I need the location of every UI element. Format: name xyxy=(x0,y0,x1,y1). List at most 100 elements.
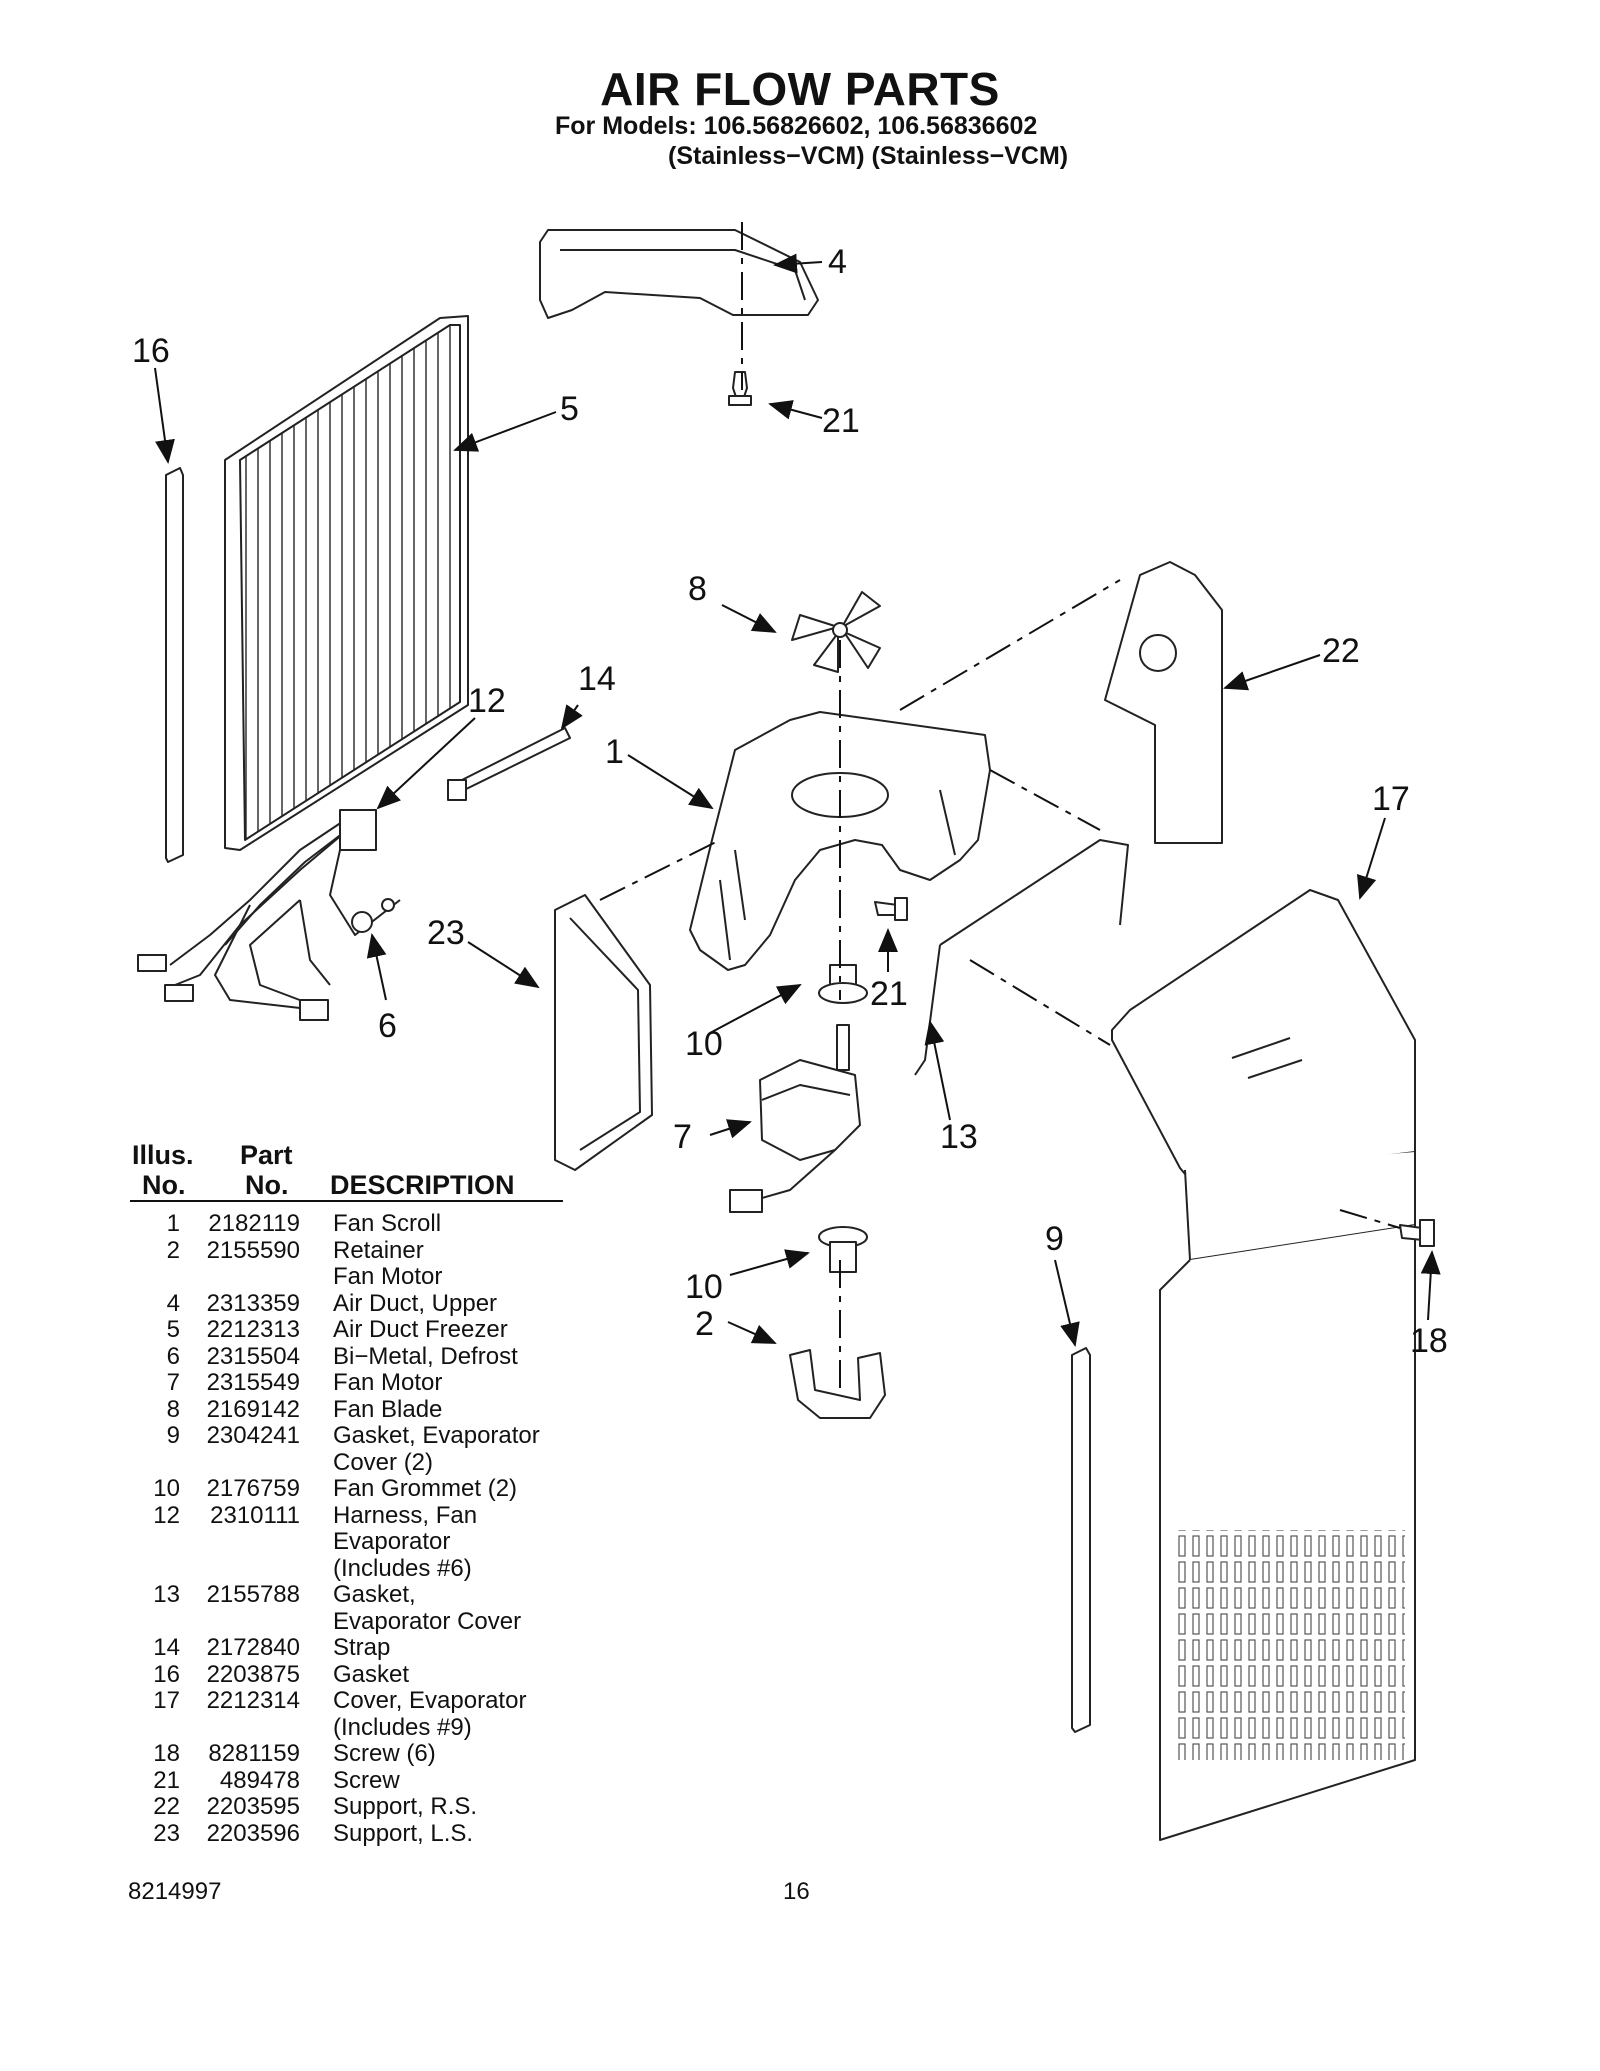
callout-21-top: 21 xyxy=(822,402,860,440)
part-no-cell: 2212313 xyxy=(206,1316,300,1343)
illus-no-cell: 18 xyxy=(153,1740,180,1767)
table-header-rule xyxy=(130,1200,563,1202)
part-no-cell: 2203595 xyxy=(206,1793,300,1820)
harness-connectors xyxy=(137,809,395,1021)
table-row: Fan Motor xyxy=(130,1263,830,1290)
illus-no-cell: 12 xyxy=(153,1501,180,1529)
part-no-cell: 2176759 xyxy=(206,1475,300,1502)
part-no-cell: 2315504 xyxy=(206,1342,300,1370)
description-cell: Support, L.S. xyxy=(333,1819,474,1847)
gasket-13 xyxy=(914,839,1129,1076)
description-cell: Support, R.S. xyxy=(333,1793,478,1820)
illus-no-cell: 23 xyxy=(153,1819,180,1847)
illus-no-cell: 8 xyxy=(166,1395,180,1423)
part-no-cell: 2310111 xyxy=(210,1501,300,1529)
description-cell: Gasket, xyxy=(333,1581,416,1608)
part-no-cell: 2169142 xyxy=(206,1395,300,1423)
callout-16: 16 xyxy=(132,332,170,370)
strap xyxy=(447,727,571,801)
variants-line: (Stainless−VCM) (Stainless−VCM) xyxy=(668,142,1069,170)
illus-no-cell: 6 xyxy=(166,1342,180,1370)
table-row: 6 2315504 Bi−Metal, Defrost xyxy=(130,1343,830,1370)
table-row: 4 2313359 Air Duct, Upper xyxy=(130,1290,830,1317)
description-cell: (Includes #6) xyxy=(333,1554,472,1582)
illus-no-cell: 10 xyxy=(153,1475,180,1502)
screw-18 xyxy=(1399,1219,1435,1247)
harness-fan-evaporator xyxy=(169,809,401,1009)
description-cell: Fan Motor xyxy=(333,1263,443,1290)
illus-no-cell: 17 xyxy=(153,1687,180,1714)
header-illus-line2: No. xyxy=(142,1170,186,1200)
description-cell: Fan Grommet (2) xyxy=(333,1475,518,1502)
air-duct-upper xyxy=(539,229,819,319)
table-row: Evaporator xyxy=(130,1528,830,1555)
callout-23: 23 xyxy=(427,914,465,952)
illus-no-cell: 9 xyxy=(166,1422,180,1449)
description-cell: Air Duct, Upper xyxy=(333,1289,498,1317)
callout-12: 12 xyxy=(468,682,506,720)
callout-7: 7 xyxy=(673,1118,692,1156)
callout-18: 18 xyxy=(1410,1322,1448,1360)
description-cell: Strap xyxy=(333,1634,391,1661)
illus-no-cell: 2 xyxy=(166,1236,180,1264)
illus-no-cell: 14 xyxy=(153,1634,180,1661)
table-row: 2 2155590 Retainer xyxy=(130,1237,830,1264)
description-cell: Fan Scroll xyxy=(333,1210,442,1237)
part-no-cell: 2203596 xyxy=(206,1819,300,1847)
part-no-cell: 2304241 xyxy=(206,1422,300,1449)
part-no-cell: 2212314 xyxy=(206,1687,300,1714)
callout-21-mid: 21 xyxy=(870,975,908,1013)
support-ls xyxy=(554,894,653,1171)
table-row: Cover (2) xyxy=(130,1449,830,1476)
header-part-line1: Part xyxy=(240,1140,293,1170)
description-cell: Evaporator Cover xyxy=(333,1607,522,1635)
air-duct-freezer xyxy=(224,315,469,851)
description-cell: Retainer xyxy=(333,1236,424,1264)
part-no-cell: 2203875 xyxy=(206,1660,300,1688)
description-cell: Evaporator xyxy=(333,1528,451,1555)
callout-5: 5 xyxy=(560,390,579,428)
part-no-cell: 2315549 xyxy=(206,1369,300,1396)
callout-4: 4 xyxy=(828,243,847,281)
illus-no-cell: 4 xyxy=(166,1289,180,1317)
table-row: 12 2310111 Harness, Fan xyxy=(130,1502,830,1529)
callout-14: 14 xyxy=(578,660,616,698)
callout-6: 6 xyxy=(378,1007,397,1045)
page-title: AIR FLOW PARTS xyxy=(600,63,1000,115)
illus-no-cell: 21 xyxy=(153,1766,180,1794)
fan-blade xyxy=(791,591,881,673)
part-no-cell: 2155590 xyxy=(206,1236,300,1264)
callout-1: 1 xyxy=(605,733,624,771)
table-row: 5 2212313 Air Duct Freezer xyxy=(130,1316,830,1343)
table-row: 9 2304241 Gasket, Evaporator xyxy=(130,1422,830,1449)
screw-21-mid xyxy=(874,897,908,921)
description-cell: Harness, Fan xyxy=(333,1501,478,1529)
part-no-cell: 2313359 xyxy=(206,1289,300,1317)
models-line: For Models: 106.56826602, 106.56836602 xyxy=(555,112,1038,140)
table-row: 10 2176759 Fan Grommet (2) xyxy=(130,1475,830,1502)
doc-number: 8214997 xyxy=(128,1878,222,1905)
callout-9: 9 xyxy=(1045,1220,1064,1258)
cover-evaporator xyxy=(1111,889,1416,1841)
callout-8: 8 xyxy=(688,570,707,608)
table-row: (Includes #9) xyxy=(130,1714,830,1741)
illus-no-cell: 5 xyxy=(166,1316,180,1343)
illus-no-cell: 1 xyxy=(166,1210,180,1237)
description-cell: Gasket, Evaporator xyxy=(333,1422,540,1449)
description-cell: Bi−Metal, Defrost xyxy=(333,1342,518,1370)
fan-grommet-lower xyxy=(818,1226,868,1273)
description-cell: Screw (6) xyxy=(333,1740,436,1767)
table-row: 23 2203596 Support, L.S. xyxy=(130,1820,830,1847)
part-no-cell: 2172840 xyxy=(206,1634,300,1661)
retainer-fan-motor xyxy=(789,1349,886,1419)
description-cell: Screw xyxy=(333,1766,400,1794)
part-no-cell: 2155788 xyxy=(206,1581,300,1608)
description-cell: Air Duct Freezer xyxy=(333,1316,508,1343)
table-row: Evaporator Cover xyxy=(130,1608,830,1635)
description-cell: Cover (2) xyxy=(333,1448,434,1476)
